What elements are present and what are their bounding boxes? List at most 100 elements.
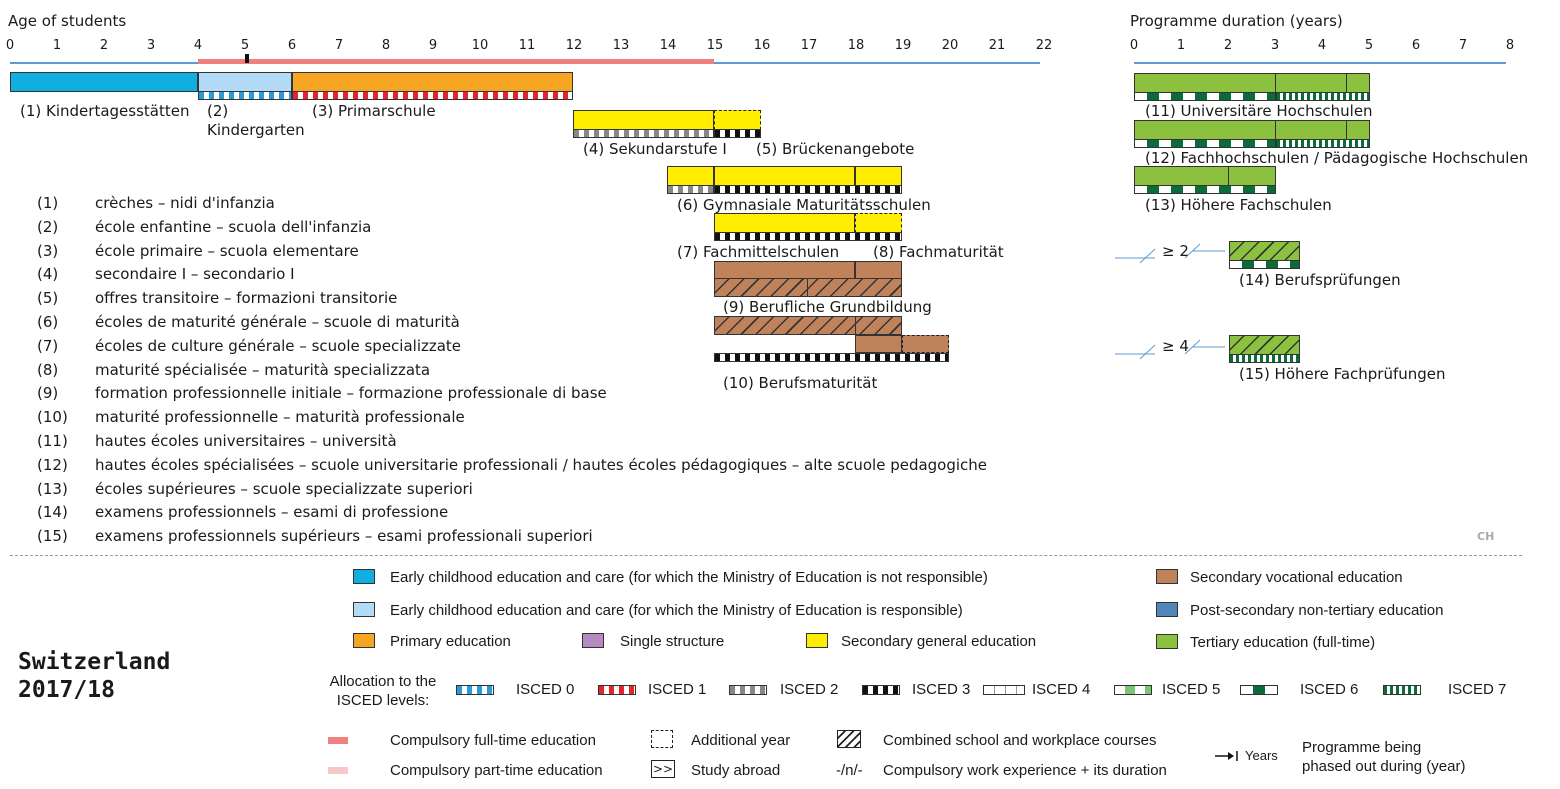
age-tick: 1	[52, 38, 62, 53]
legend-postsec: Post-secondary non-tertiary education	[1190, 602, 1444, 619]
age-tick: 10	[471, 38, 489, 53]
isced6-label: ISCED 6	[1300, 681, 1359, 698]
isced3-swatch	[862, 685, 900, 695]
translation-text: formation professionnelle initiale – for…	[95, 384, 607, 403]
legend-swatch-ecec-nr	[353, 569, 375, 584]
label-p12: (12) Fachhochschulen / Pädagogische Hoch…	[1145, 149, 1529, 167]
isced7-swatch	[1383, 685, 1421, 695]
bar-berufspruefungen	[1229, 241, 1300, 261]
age-tick: 6	[287, 38, 297, 53]
bar-berufliche-grundbildung	[714, 261, 855, 279]
label-p8: (8) Fachmaturität	[873, 243, 1004, 261]
divider	[1275, 120, 1276, 140]
isced0-swatch	[456, 685, 494, 695]
legend-years: Years	[1245, 748, 1278, 763]
isced3-strip	[714, 129, 761, 138]
age-tick: 4	[193, 38, 203, 53]
age-tick: 22	[1035, 38, 1053, 53]
age-tick: 20	[941, 38, 959, 53]
translation-number: (12)	[37, 455, 68, 474]
legend-swatch-combined	[837, 730, 861, 748]
label-p14: (14) Berufsprüfungen	[1239, 271, 1401, 289]
country-year: 2017/18	[18, 677, 115, 703]
legend-swatch-secvoc	[1156, 569, 1178, 584]
legend-combined: Combined school and workplace courses	[883, 732, 1157, 749]
duration-tick: 8	[1505, 38, 1515, 53]
bar-universitaere-hochschulen	[1134, 73, 1370, 93]
label-p1: (1) Kindertagesstätten	[20, 102, 190, 120]
legend-study-abroad: Study abroad	[691, 762, 781, 779]
translation-number: (4)	[37, 265, 59, 284]
bar-fachmaturitaet	[855, 213, 902, 233]
isced5-swatch	[1114, 685, 1152, 695]
label-p2: Kindergarten	[207, 121, 305, 139]
translation-number: (7)	[37, 336, 59, 355]
age-tick: 11	[518, 38, 536, 53]
bar-berufsmaturitaet-integrated	[714, 316, 902, 335]
isced7-strip	[1276, 139, 1370, 148]
study-abroad-icon: >>	[651, 760, 675, 778]
isced6-swatch	[1240, 685, 1278, 695]
label-p15: (15) Höhere Fachprüfungen	[1239, 365, 1446, 383]
age-tick: 5	[240, 38, 250, 53]
translation-text: école primaire – scuola elementare	[95, 241, 359, 260]
legend-swatch-compulsory-full	[328, 737, 348, 744]
legend-phased-out-line1: Programme being	[1302, 739, 1422, 756]
translation-text: hautes écoles spécialisées – scuole univ…	[95, 455, 988, 474]
isced6-strip	[1134, 92, 1276, 101]
translation-text: maturité spécialisée – maturità speciali…	[95, 360, 431, 379]
bar-kindergarten	[198, 72, 292, 92]
translation-number: (5)	[37, 289, 59, 308]
label-exp15: ≥ 4	[1162, 337, 1189, 355]
translation-number: (10)	[37, 408, 68, 427]
isced0-strip	[198, 91, 292, 100]
isced3-strip	[714, 353, 949, 362]
bar-brueckenangebote	[714, 110, 761, 130]
age-tick: 7	[334, 38, 344, 53]
duration-tick: 4	[1317, 38, 1327, 53]
isced3-label: ISCED 3	[912, 681, 971, 698]
legend-tertiary: Tertiary education (full-time)	[1190, 634, 1376, 651]
legend-swatch-primary	[353, 633, 375, 648]
isced3-strip	[714, 232, 902, 241]
duration-tick: 6	[1411, 38, 1421, 53]
label-p9: (9) Berufliche Grundbildung	[723, 298, 932, 316]
age-tick: 15	[706, 38, 724, 53]
isced1-label: ISCED 1	[648, 681, 707, 698]
legend-swatch-compulsory-part	[328, 767, 348, 774]
legend-additional-year: Additional year	[691, 732, 791, 749]
translation-number: (2)	[37, 217, 59, 236]
translation-text: école enfantine – scuola dell'infanzia	[95, 217, 372, 236]
isced2-label: ISCED 2	[780, 681, 839, 698]
divider	[855, 316, 856, 335]
translation-text: examens professionnels – esami di profes…	[95, 503, 449, 522]
legend-secvoc: Secondary vocational education	[1190, 569, 1403, 586]
bar-fachhochschulen	[1134, 120, 1370, 140]
duration-tick: 3	[1270, 38, 1280, 53]
isced2-strip	[667, 185, 714, 194]
bar-berufliche-grundbildung-year4	[855, 261, 902, 279]
isced1-swatch	[598, 685, 636, 695]
age-tick: 13	[612, 38, 630, 53]
country-code: CH	[1477, 530, 1495, 543]
age-tick: 17	[800, 38, 818, 53]
label-exp14: ≥ 2	[1162, 242, 1189, 260]
isced4-swatch	[983, 685, 1025, 695]
work-experience-marker-15	[1115, 339, 1225, 360]
bar-combined-school-workplace	[714, 278, 902, 297]
translation-text: crèches – nidi d'infanzia	[95, 194, 275, 212]
isced1-strip	[292, 91, 573, 100]
legend-phased-out: Programme being phased out during (year)	[1302, 738, 1465, 776]
bar-gymnasium-year4	[855, 166, 902, 186]
separator	[10, 555, 1522, 556]
legend-ecec-r: Early childhood education and care (for …	[390, 602, 963, 619]
isced2-strip	[573, 129, 714, 138]
translation-number: (3)	[37, 241, 59, 260]
age-tick: 3	[146, 38, 156, 53]
bar-berufsmaturitaet-year	[855, 335, 902, 353]
divider	[1228, 166, 1229, 186]
bar-sekundarstufe-1	[573, 110, 714, 130]
legend-primary: Primary education	[390, 633, 511, 650]
translation-text: offres transitoire – formazioni transito…	[95, 289, 398, 308]
allocation-label-line1: Allocation to the	[329, 673, 437, 690]
